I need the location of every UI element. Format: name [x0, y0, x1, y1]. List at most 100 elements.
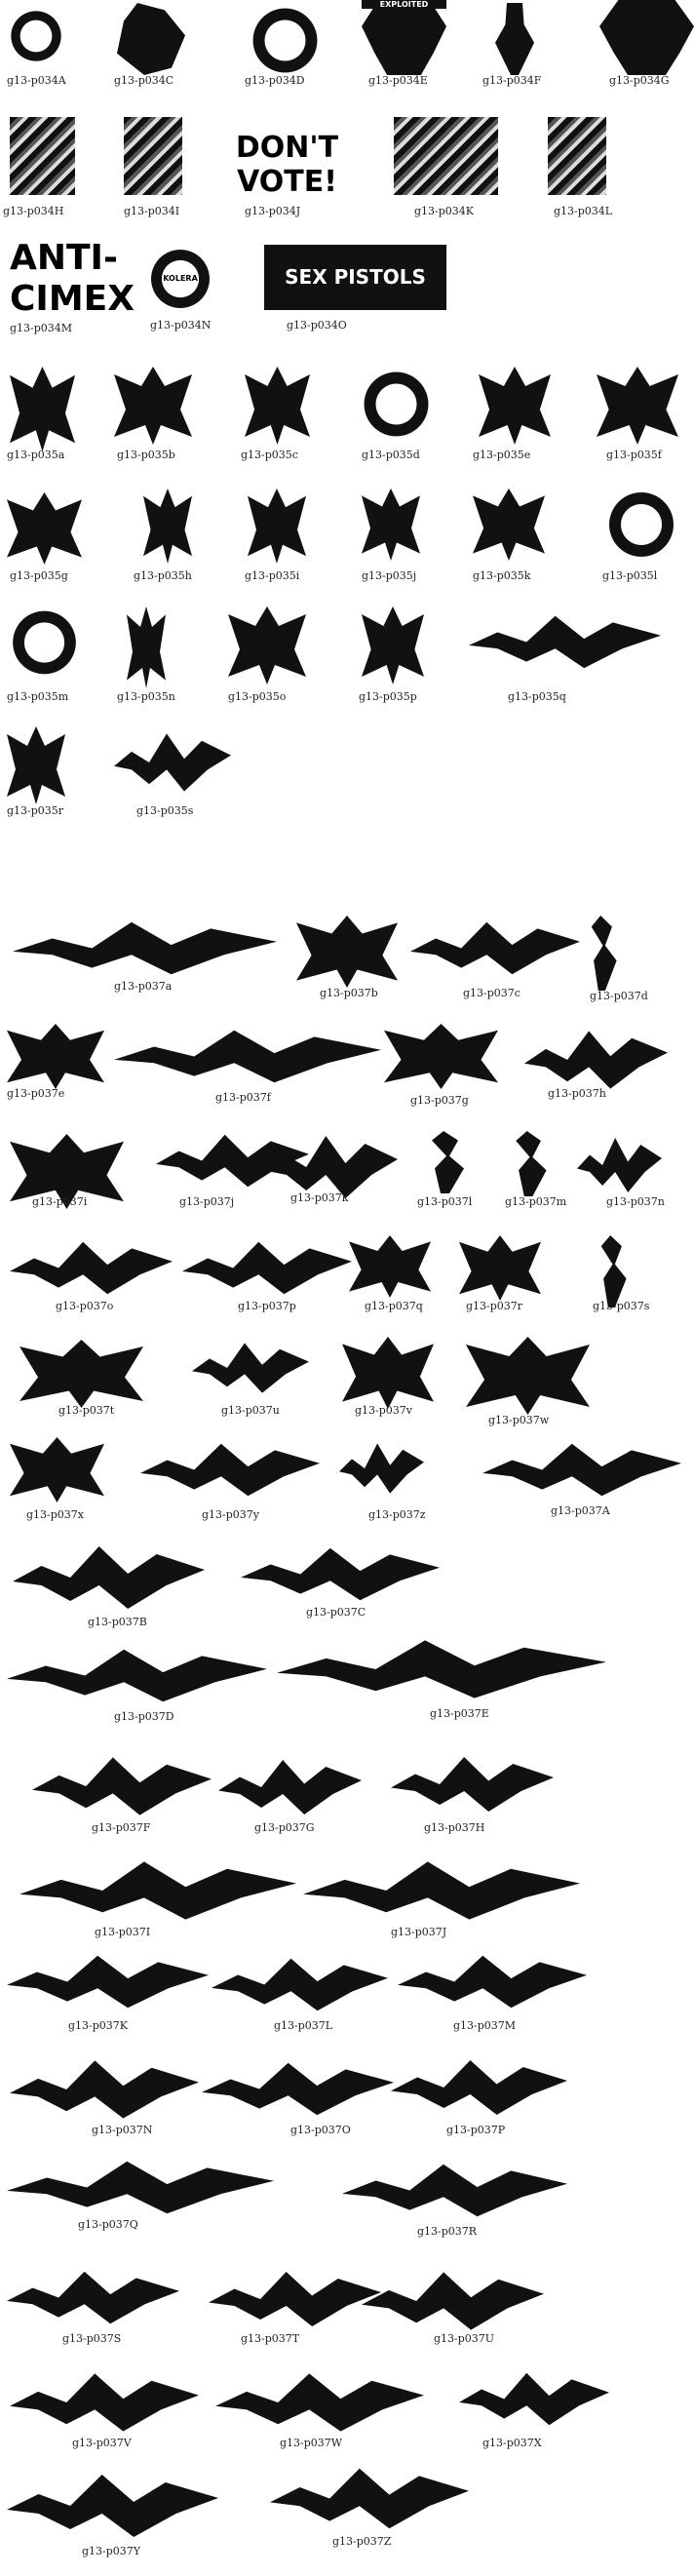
clipart-caption: g13-p037w [488, 1414, 550, 1426]
clipart-image [391, 2060, 567, 2115]
clipart-image [228, 606, 306, 684]
clipart-image [270, 2468, 469, 2529]
clipart-image [114, 733, 231, 792]
clipart-caption: g13-p037Z [332, 2535, 392, 2548]
clipart-image [362, 0, 446, 75]
clipart-image [7, 2161, 274, 2214]
clipart-caption: g13-p035a [7, 449, 65, 461]
clipart-image [7, 1955, 209, 2009]
clipart-caption: g13-p037e [7, 1087, 65, 1100]
clipart-image [249, 4, 322, 77]
clipart-caption: g13-p035m [7, 690, 69, 703]
clipart-image [605, 488, 677, 561]
clipart-caption: g13-p037p [238, 1300, 296, 1312]
clipart-caption: g13-p037H [424, 1821, 485, 1834]
clipart-caption: g13-p035f [606, 449, 662, 461]
clipart-image [591, 916, 617, 991]
clipart-image [7, 2475, 218, 2537]
clipart-caption: g13-p034N [150, 319, 212, 332]
clipart-image [212, 1958, 388, 2011]
clipart-image [241, 1547, 440, 1601]
clipart-caption: g13-p035j [362, 569, 417, 582]
clipart-image [548, 117, 606, 195]
clipart-image [469, 615, 661, 669]
clipart-caption: g13-p035c [241, 449, 298, 461]
poster-text: ANTI-CIMEX [10, 238, 135, 319]
clipart-image [342, 2164, 567, 2217]
clipart-caption: g13-p035s [136, 804, 194, 817]
clipart-image [516, 1131, 547, 1196]
clipart-caption: g13-p037i [32, 1195, 88, 1208]
clipart-caption: g13-p035o [228, 690, 287, 703]
clipart-image [7, 492, 82, 565]
clipart-image [362, 488, 420, 561]
clipart-caption: g13-p035l [602, 569, 658, 582]
clipart-caption: g13-p037U [434, 2332, 495, 2345]
clipart-image [13, 921, 277, 975]
clipart-caption: g13-p035n [117, 690, 175, 703]
clipart-caption: g13-p034C [114, 74, 174, 87]
poster-text: KOLERA [163, 274, 198, 283]
clipart-caption: g13-p037N [92, 2124, 153, 2136]
clipart-image [495, 3, 534, 75]
clipart-caption: g13-p037a [114, 980, 173, 993]
clipart-image [8, 8, 64, 64]
clipart-image [215, 2373, 424, 2432]
clipart-caption: g13-p037c [463, 987, 520, 999]
clipart-image [459, 2372, 609, 2426]
clipart-caption: g13-p034D [245, 74, 305, 87]
clipart-image [296, 916, 398, 988]
clipart-image [524, 1031, 668, 1089]
clipart-image [277, 1640, 606, 1698]
clipart-caption: g13-p037g [410, 1094, 469, 1107]
clipart-image [394, 117, 498, 195]
clipart-caption: g13-p037E [430, 1707, 489, 1720]
clipart-caption: g13-p037P [446, 2124, 506, 2136]
clipart-image [127, 606, 166, 688]
clipart-caption: g13-p037T [241, 2332, 300, 2345]
clipart-caption: g13-p037A [551, 1504, 610, 1517]
clipart-image [479, 367, 551, 445]
clipart-caption: g13-p037x [26, 1508, 84, 1521]
clipart-image [117, 3, 185, 75]
clipart-caption: g13-p037X [482, 2437, 542, 2449]
clipart-image [7, 1649, 267, 1702]
clipart-image [466, 1337, 590, 1415]
clipart-caption: g13-p034O [287, 319, 347, 332]
clipart-image [7, 726, 65, 804]
clipart-caption: g13-p037o [56, 1300, 114, 1312]
clipart-caption: g13-p035g [10, 569, 68, 582]
clipart-caption: g13-p035q [508, 690, 566, 703]
clipart-caption: g13-p037C [306, 1606, 366, 1619]
clipart-image [218, 1760, 362, 1815]
clipart-caption: g13-p037r [466, 1300, 523, 1312]
clipart-caption: g13-p037l [417, 1195, 473, 1208]
clipart-caption: g13-p037L [274, 2019, 333, 2032]
clipart-caption: g13-p037R [417, 2225, 478, 2238]
clipart-image [349, 1235, 431, 1298]
clipart-caption: g13-p034I [124, 205, 180, 217]
clipart-image [410, 921, 580, 975]
clipart-image [482, 1443, 681, 1497]
clipart-image [140, 1443, 320, 1497]
clipart-caption: g13-p037t [58, 1404, 115, 1417]
clipart-image [19, 1861, 296, 1920]
clipart-caption: g13-p037J [391, 1926, 447, 1938]
clipart-image [248, 488, 306, 564]
clipart-image [192, 1343, 309, 1393]
clipart-caption: g13-p037Q [78, 2218, 138, 2231]
clipart-caption: g13-p037v [355, 1404, 413, 1417]
clipart-caption: g13-p034G [609, 74, 670, 87]
clipart-caption: g13-p035p [359, 690, 417, 703]
clipart-image [597, 367, 678, 445]
clipart-image [209, 2272, 381, 2326]
clipart-caption: g13-p037s [593, 1300, 650, 1312]
clipart-image [114, 1030, 381, 1083]
clipart-caption: g13-p037b [320, 987, 378, 999]
clipart-caption: g13-p037B [88, 1616, 147, 1628]
clipart-caption: g13-p035h [134, 569, 192, 582]
clipart-caption: g13-p037m [505, 1195, 567, 1208]
clipart-caption: g13-p037f [215, 1091, 271, 1104]
